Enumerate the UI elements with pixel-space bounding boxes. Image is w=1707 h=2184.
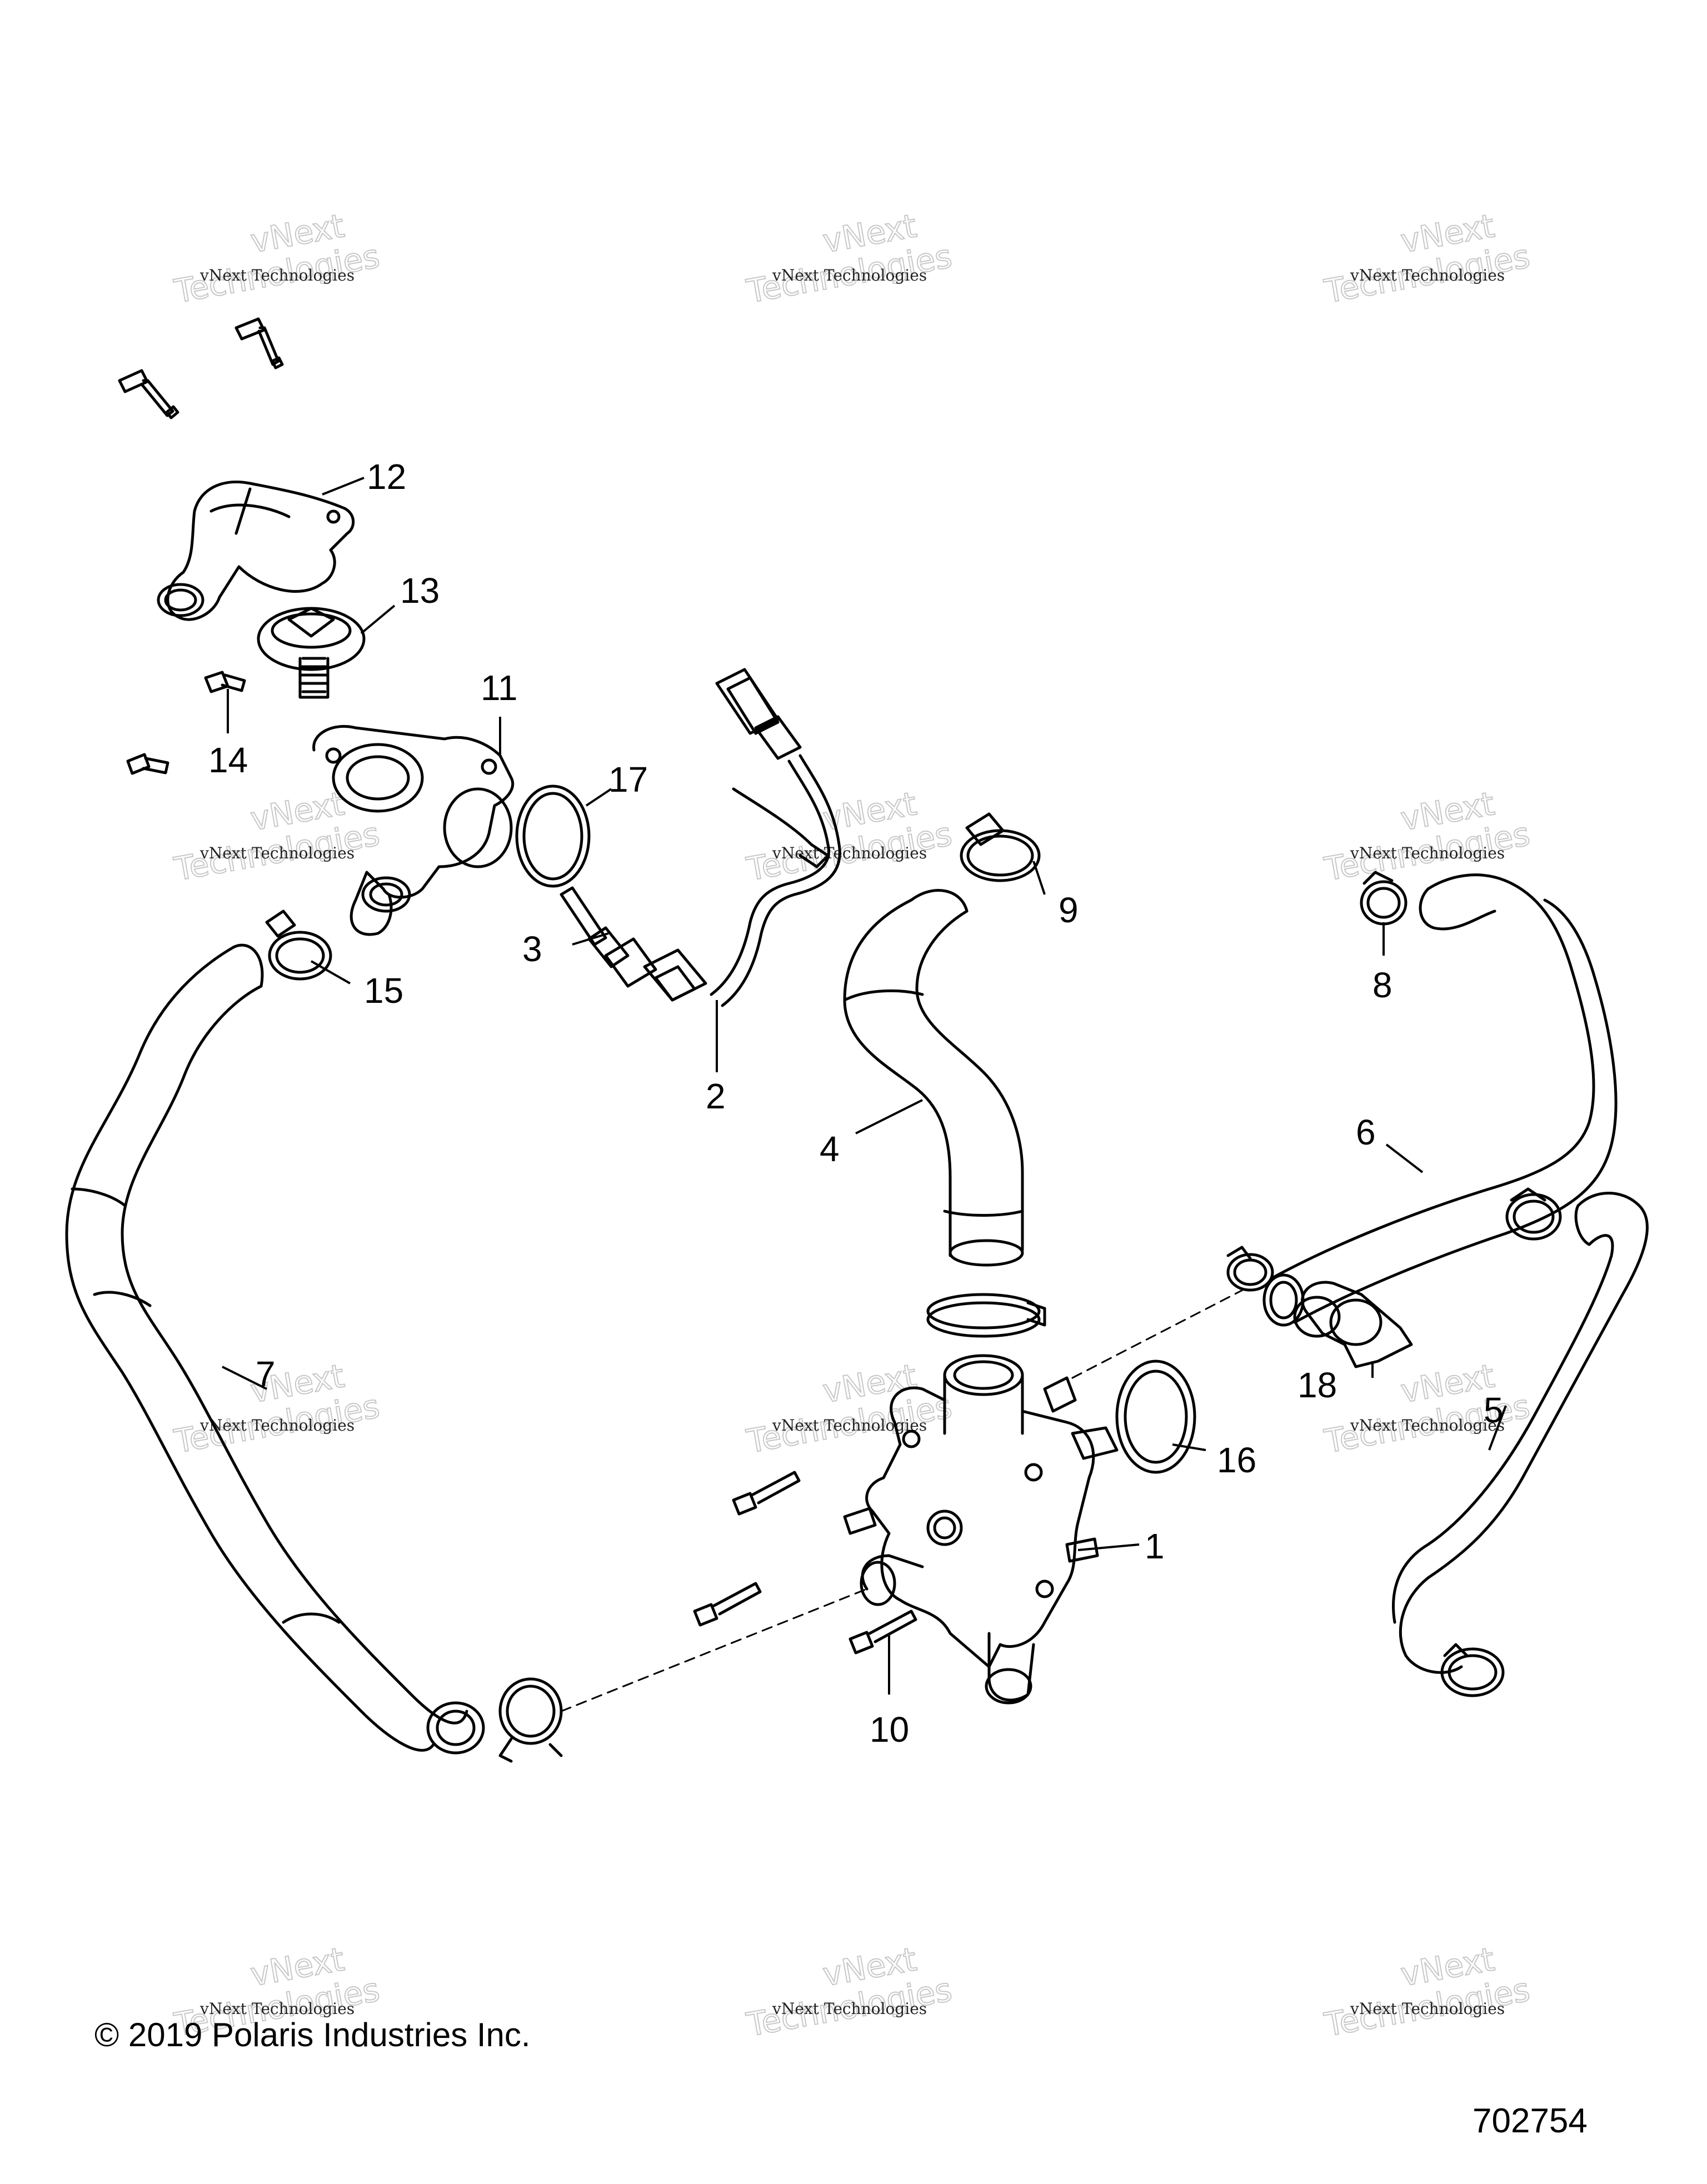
hose-part-7 — [65, 943, 485, 1755]
clamp-part-15 — [265, 909, 332, 981]
callout-8: 8 — [1372, 965, 1392, 1005]
watermark-caption: vNext Technologies — [772, 1416, 927, 1435]
watermark-caption: vNext Technologies — [199, 1416, 355, 1435]
o-ring-inner-17 — [522, 792, 583, 881]
watermark-caption: vNext Technologies — [1350, 266, 1505, 284]
watermark-caption: vNext Technologies — [772, 844, 927, 862]
bolt-part-12a — [118, 369, 179, 419]
watermark-caption: vNext Technologies — [1350, 1416, 1505, 1435]
assembly-line — [560, 1588, 868, 1712]
wire-harness-part-2 — [643, 668, 841, 1007]
watermark-caption: vNext Technologies — [199, 2000, 355, 2018]
assembly-line-right — [1071, 1288, 1246, 1379]
watermark-caption: vNext Technologies — [1350, 2000, 1505, 2018]
callout-3: 3 — [522, 929, 542, 969]
hose-part-4 — [843, 889, 1024, 1267]
clamp-hose-6-lower — [1226, 1246, 1274, 1292]
callout-12: 12 — [367, 457, 406, 497]
temperature-sensor-part-3 — [560, 886, 657, 988]
clamp-bottom-left — [498, 1677, 563, 1763]
callout-16: 16 — [1217, 1440, 1256, 1480]
callout-14: 14 — [208, 740, 248, 780]
watermark-caption: vNext Technologies — [772, 266, 927, 284]
hose-part-5 — [1392, 1192, 1649, 1674]
o-ring-part-17 — [515, 784, 591, 888]
callout-labels: 1 2 3 4 5 6 7 8 9 10 11 12 13 14 15 16 1… — [208, 457, 1504, 1750]
callout-18: 18 — [1297, 1365, 1337, 1405]
callout-6: 6 — [1356, 1112, 1376, 1152]
thermostat-housing-part-12 — [157, 480, 355, 621]
watermark-caption: vNext Technologies — [1350, 844, 1505, 862]
callout-9: 9 — [1059, 890, 1079, 930]
clamp-hose-4 — [926, 1293, 1046, 1338]
callout-15: 15 — [364, 971, 403, 1011]
water-pump-part-1 — [843, 1354, 1119, 1705]
o-ring-inner-16 — [1124, 1370, 1188, 1464]
watermark-caption: vNext Technologies — [199, 266, 355, 284]
thermostat-base-part-11 — [312, 724, 515, 936]
o-ring-part-16 — [1115, 1360, 1196, 1474]
callout-4: 4 — [820, 1129, 840, 1169]
clamp-part-8 — [1360, 871, 1407, 926]
callout-2: 2 — [706, 1076, 726, 1116]
callout-10: 10 — [870, 1710, 909, 1750]
leader-lines — [222, 477, 1507, 1695]
bolt-part-12b — [234, 317, 284, 369]
bolt-part-14 — [126, 671, 246, 775]
copyright-notice: © 2019 Polaris Industries Inc. — [94, 2016, 531, 2053]
callout-17: 17 — [608, 759, 648, 799]
watermark-caption: vNext Technologies — [772, 2000, 927, 2018]
thermostat-part-13 — [257, 607, 366, 699]
clamp-hose-5-upper — [1505, 1187, 1562, 1241]
clamp-bottom-right — [1440, 1643, 1505, 1697]
bracket-part-18 — [1293, 1281, 1413, 1368]
callout-13: 13 — [400, 571, 440, 611]
diagram-number: 702754 — [1473, 2102, 1588, 2140]
callout-7: 7 — [256, 1354, 276, 1394]
bolts-part-10 — [693, 1471, 917, 1655]
callout-5: 5 — [1484, 1390, 1504, 1430]
callout-11: 11 — [481, 668, 517, 708]
clamp-part-9 — [960, 812, 1041, 882]
callout-1: 1 — [1145, 1526, 1165, 1566]
hose-part-6 — [1262, 873, 1618, 1327]
watermark-caption: vNext Technologies — [199, 844, 355, 862]
